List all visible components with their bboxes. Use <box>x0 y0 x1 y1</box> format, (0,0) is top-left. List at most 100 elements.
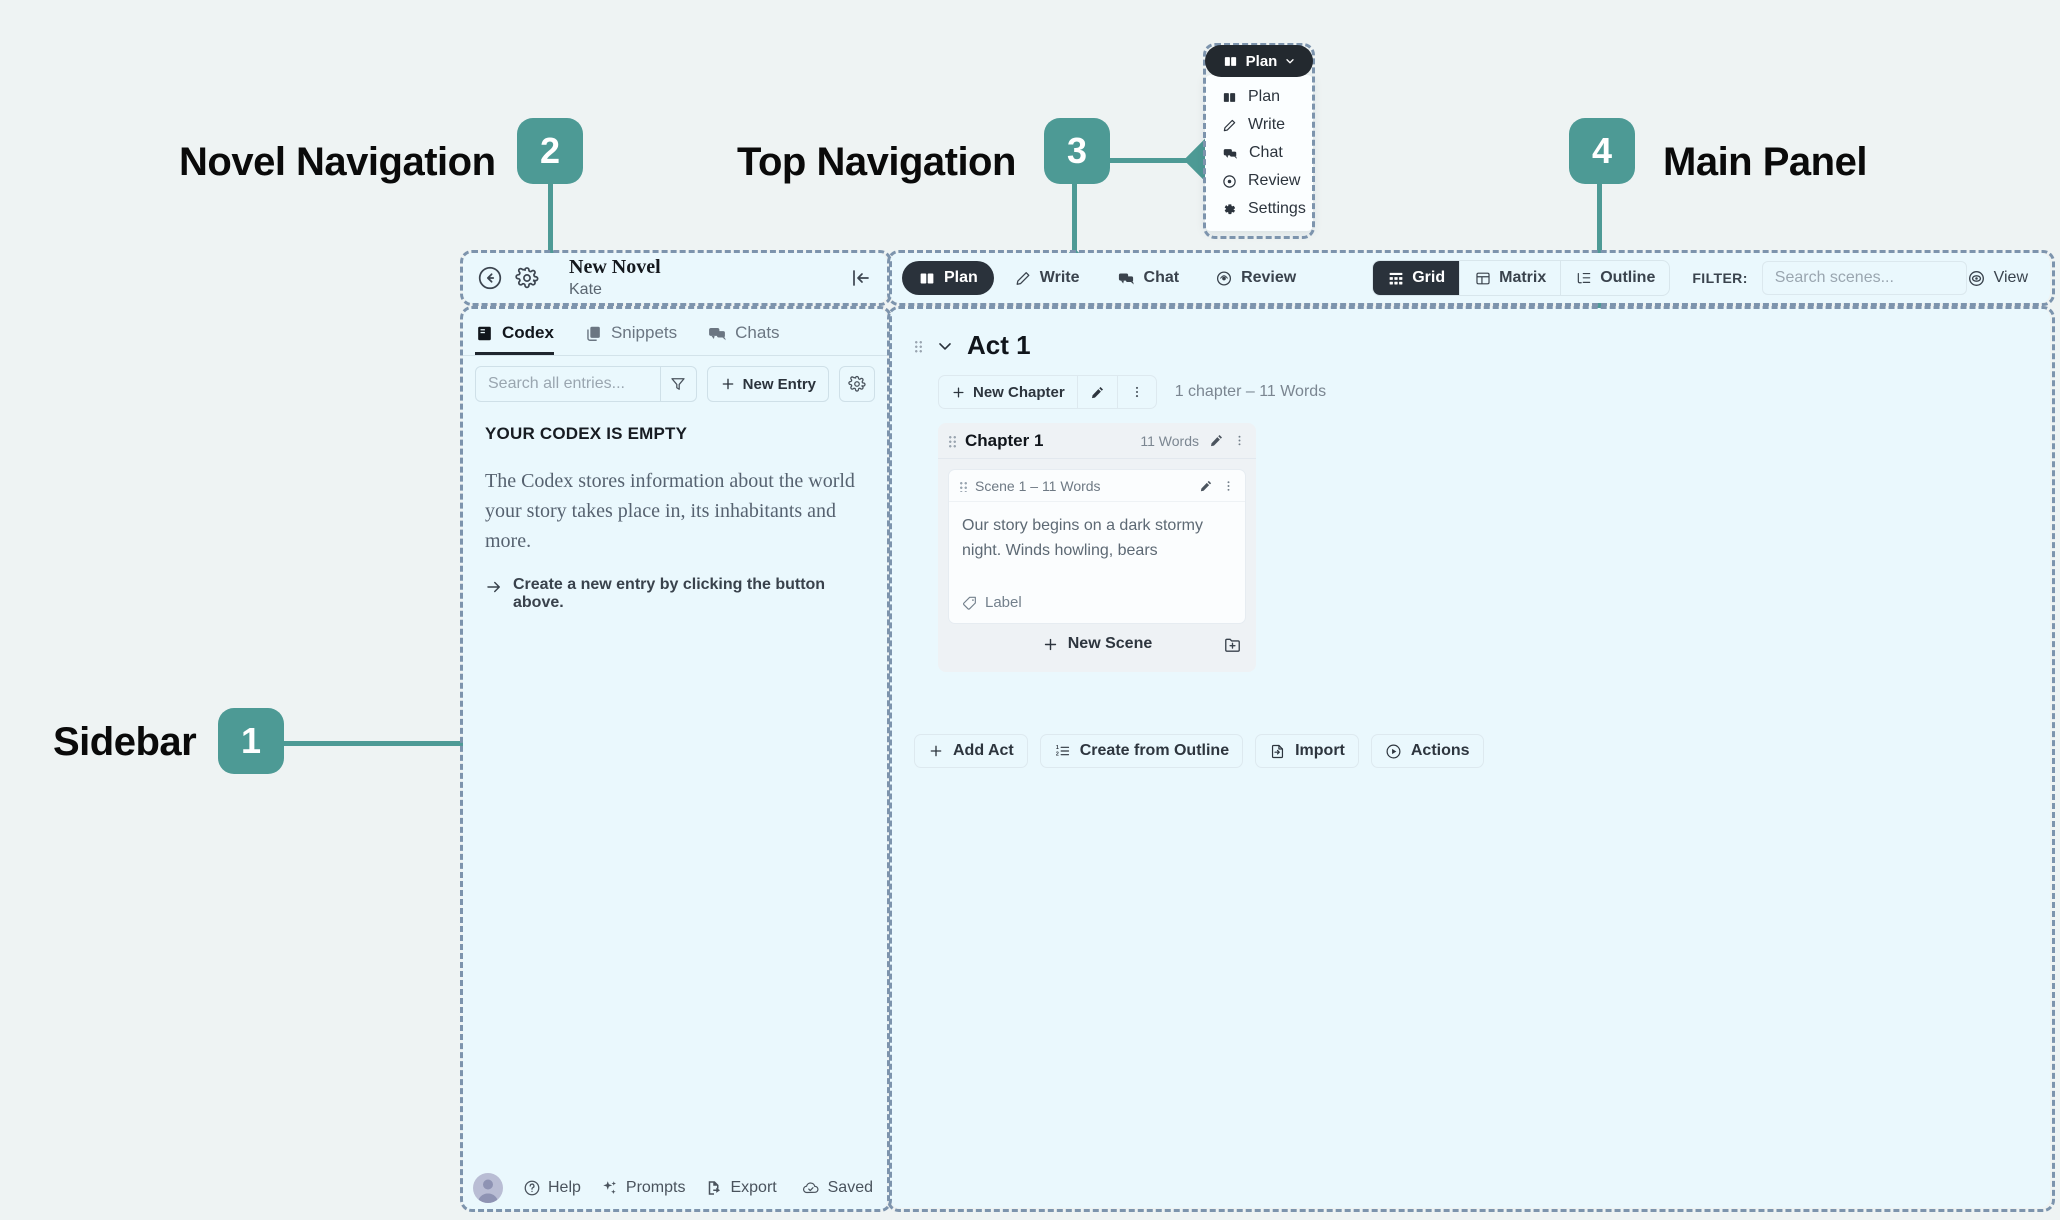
view-matrix[interactable]: Matrix <box>1460 261 1562 295</box>
outline-icon <box>1575 270 1593 287</box>
footer-export[interactable]: Export <box>705 1179 777 1197</box>
more-vertical-icon <box>1130 384 1144 400</box>
tag-icon <box>962 595 978 611</box>
view-options-label: View <box>1993 269 2028 286</box>
codex-empty-state: YOUR CODEX IS EMPTY The Codex stores inf… <box>463 412 887 624</box>
plan-dropdown-label: Plan <box>1245 52 1278 70</box>
menu-item-settings[interactable]: Settings <box>1205 195 1313 223</box>
scene-card[interactable]: Scene 1 – 11 Words Our story begins on a… <box>948 469 1246 624</box>
scene-search-input[interactable]: Search scenes... <box>1761 261 1967 295</box>
mode-write-label: Write <box>1039 269 1080 286</box>
mode-chat-label: Chat <box>1143 269 1180 286</box>
callout-badge-2: 2 <box>517 118 583 184</box>
callout-badge-3: 3 <box>1044 118 1110 184</box>
new-entry-button[interactable]: New Entry <box>706 366 829 402</box>
add-folder-icon[interactable] <box>1223 635 1242 654</box>
view-mode-group: Grid Matrix Outline <box>1372 260 1671 296</box>
footer-prompts[interactable]: Prompts <box>601 1179 686 1197</box>
eye-circle-icon <box>1221 174 1238 189</box>
callout-label-1: Sidebar <box>53 720 197 764</box>
collapse-panel-icon[interactable] <box>849 266 873 290</box>
plan-dropdown-trigger[interactable]: Plan <box>1205 45 1313 77</box>
menu-item-write[interactable]: Write <box>1205 111 1313 139</box>
callout-line-3 <box>1072 150 1077 268</box>
chapter-edit-icon[interactable] <box>1209 433 1224 448</box>
book-open-icon <box>1221 90 1238 105</box>
scene-title-text: Scene 1 – <box>975 477 1042 494</box>
drag-handle-icon[interactable] <box>914 338 923 353</box>
novel-title: New Novel <box>569 255 661 278</box>
avatar[interactable] <box>473 1173 503 1203</box>
new-scene-label: New Scene <box>1067 635 1153 652</box>
tab-snippets[interactable]: Snippets <box>584 323 677 355</box>
book-open-icon <box>1222 54 1239 69</box>
new-scene-row[interactable]: New Scene <box>938 624 1256 664</box>
plan-dropdown-menu: Plan Write Chat Review <box>1205 75 1313 231</box>
act-more-button[interactable] <box>1118 376 1156 408</box>
menu-item-plan-label: Plan <box>1248 88 1281 105</box>
scene-title: Scene 1 – 11 Words <box>975 478 1101 494</box>
view-options-button[interactable]: View <box>1967 269 2038 288</box>
import-button[interactable]: Import <box>1255 734 1359 768</box>
drag-handle-icon[interactable] <box>959 479 968 492</box>
act-toolbar: New Chapter 1 chapter – 11 Words <box>938 375 2026 409</box>
actions-button[interactable]: Actions <box>1370 734 1484 768</box>
chat-bubbles-icon <box>1221 146 1239 161</box>
plus-icon <box>720 376 736 392</box>
tab-snippets-label: Snippets <box>610 323 678 342</box>
tab-chats-label: Chats <box>735 323 780 342</box>
chat-bubbles-icon <box>707 324 727 343</box>
tab-chats[interactable]: Chats <box>707 323 780 355</box>
funnel-icon[interactable] <box>660 366 697 402</box>
new-chapter-button[interactable]: New Chapter <box>939 376 1078 408</box>
empty-state-cta-label: Create a new entry by clicking the butto… <box>513 576 826 611</box>
chapter-card: Chapter 1 11 Words Scene 1 – 11 Words <box>938 423 1256 672</box>
callout-label-2: Novel Navigation <box>179 140 496 184</box>
chevron-down-icon[interactable] <box>935 336 955 356</box>
mode-plan[interactable]: Plan <box>902 261 994 295</box>
menu-item-chat[interactable]: Chat <box>1205 139 1313 167</box>
search-input[interactable]: Search all entries... <box>475 366 661 402</box>
novel-author: Kate <box>569 280 602 298</box>
act-title: Act 1 <box>967 330 1031 360</box>
add-act-button[interactable]: Add Act <box>914 734 1028 768</box>
novel-navigation-bar: New Novel Kate <box>463 253 887 303</box>
eye-target-icon <box>1967 269 1986 288</box>
import-label: Import <box>1295 742 1345 759</box>
view-grid[interactable]: Grid <box>1373 261 1461 295</box>
footer-help[interactable]: Help <box>523 1179 581 1197</box>
scene-label-row[interactable]: Label <box>949 594 1245 623</box>
plus-icon <box>951 385 966 400</box>
act-edit-button[interactable] <box>1078 376 1118 408</box>
mode-review[interactable]: Review <box>1199 261 1312 295</box>
codex-settings-icon[interactable] <box>839 366 875 402</box>
mode-plan-label: Plan <box>944 269 978 286</box>
act-header: Act 1 <box>914 330 2026 361</box>
novel-title-block: New Novel Kate <box>569 256 661 301</box>
mode-write[interactable]: Write <box>998 261 1096 295</box>
plus-icon <box>928 743 944 759</box>
chapter-more-icon[interactable] <box>1233 433 1246 448</box>
menu-item-plan[interactable]: Plan <box>1205 83 1313 111</box>
view-outline[interactable]: Outline <box>1561 261 1669 295</box>
scene-body-text: Our story begins on a dark stormy night.… <box>962 517 1203 559</box>
chapter-header: Chapter 1 11 Words <box>938 423 1256 459</box>
menu-item-review[interactable]: Review <box>1205 167 1313 195</box>
footer-prompts-label: Prompts <box>625 1179 686 1196</box>
tab-codex[interactable]: Codex <box>475 323 554 355</box>
back-arrow-icon[interactable] <box>477 265 503 291</box>
view-grid-label: Grid <box>1412 269 1446 286</box>
gear-icon[interactable] <box>515 266 539 290</box>
mode-group: Plan Write Chat Review <box>902 261 1312 295</box>
empty-state-description: The Codex stores information about the w… <box>485 470 855 552</box>
drag-handle-icon[interactable] <box>948 433 957 448</box>
empty-state-title: YOUR CODEX IS EMPTY <box>485 424 688 443</box>
callout-line-1 <box>222 741 614 746</box>
mode-chat[interactable]: Chat <box>1100 261 1196 295</box>
scene-more-icon[interactable] <box>1222 479 1235 493</box>
scene-edit-icon[interactable] <box>1199 479 1213 493</box>
pencil-icon <box>1090 385 1105 400</box>
matrix-icon <box>1474 270 1492 287</box>
